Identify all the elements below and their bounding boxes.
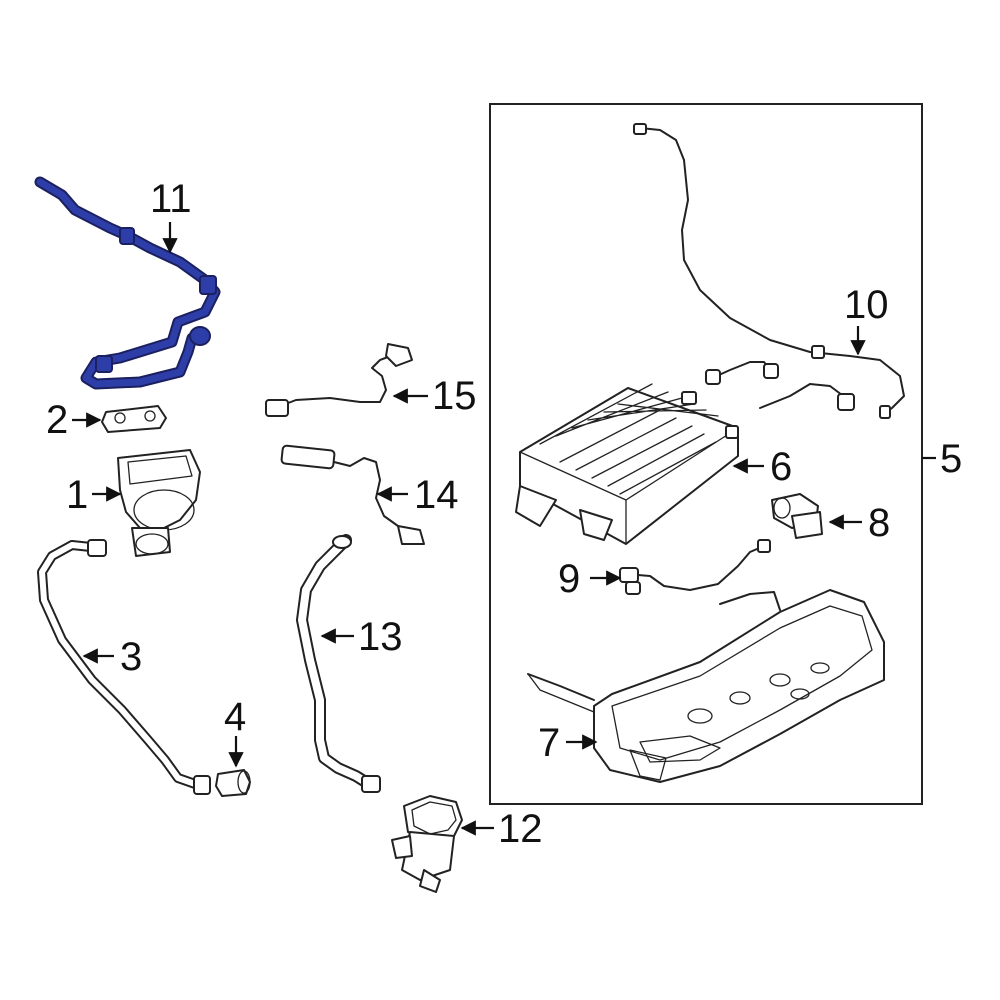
- part-7-shield[interactable]: [527, 589, 885, 783]
- callout-arrows: [72, 222, 866, 836]
- callout-6[interactable]: 6: [770, 445, 792, 489]
- part-14-sensor-harness[interactable]: [280, 444, 425, 545]
- callout-12[interactable]: 12: [498, 807, 543, 851]
- callout-2[interactable]: 2: [46, 398, 68, 442]
- part-13-tube[interactable]: [296, 534, 381, 793]
- part-2-gasket[interactable]: [101, 405, 167, 433]
- callout-14[interactable]: 14: [414, 473, 459, 517]
- callout-13[interactable]: 13: [358, 615, 403, 659]
- canister-hose-fragments[interactable]: [705, 361, 855, 411]
- part-10-vent-line[interactable]: [633, 123, 905, 419]
- part-15-sensor-harness[interactable]: [265, 343, 413, 417]
- part-8-valve[interactable]: [771, 493, 823, 539]
- callout-3[interactable]: 3: [120, 635, 142, 679]
- callout-4[interactable]: 4: [224, 695, 246, 739]
- kit-box-5: [489, 103, 936, 805]
- callout-7[interactable]: 7: [538, 721, 560, 765]
- callout-5[interactable]: 5: [940, 437, 962, 481]
- part-1-air-pump[interactable]: [117, 449, 201, 557]
- callout-8[interactable]: 8: [868, 501, 890, 545]
- callout-10[interactable]: 10: [844, 283, 889, 327]
- callout-15[interactable]: 15: [432, 374, 477, 418]
- part-11-hose-highlighted[interactable]: [34, 176, 221, 390]
- callout-labels: 11 2 1 3 4 15 14 13 12 10 6 8 9 7 5: [46, 177, 962, 851]
- part-12-purge-valve[interactable]: [391, 795, 463, 893]
- part-4-plug[interactable]: [215, 769, 251, 797]
- part-6-evap-canister[interactable]: [515, 383, 739, 545]
- callout-11[interactable]: 11: [150, 177, 192, 221]
- callout-9[interactable]: 9: [558, 557, 580, 601]
- part-3-hose[interactable]: [37, 539, 211, 795]
- callout-1[interactable]: 1: [66, 473, 88, 517]
- part-9-harness[interactable]: [619, 539, 771, 595]
